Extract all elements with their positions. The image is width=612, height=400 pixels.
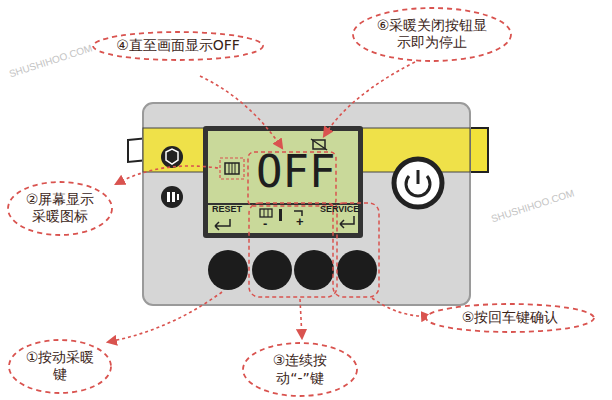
button-label: + (296, 215, 304, 228)
callout-bubble: ⑤按回车键确认 (425, 303, 595, 333)
callout-bubble: ⑥采暖关闭按钮显示即为停止 (352, 7, 512, 62)
button-label: RESET (212, 205, 242, 214)
callout-text: ⑤按回车键确认 (449, 309, 571, 327)
watermark: SHUSHIHOO.COM (490, 188, 576, 224)
button-label: - (263, 217, 267, 230)
callout-text: ②屏幕显示采暖图标 (22, 191, 98, 226)
callout-text: ①按动采暖键 (23, 349, 98, 384)
callout-text: ④直至画面显示OFF (116, 37, 240, 55)
callout-text: ⑥采暖关闭按钮显示即为停止 (375, 17, 490, 52)
callout-bubble: ②屏幕显示采暖图标 (7, 181, 113, 236)
lcd-display-text: OFF (256, 150, 335, 194)
callout-bubble: ③连续按动“-”键 (242, 342, 358, 397)
callout-bubble: ④直至画面显示OFF (92, 31, 264, 61)
callout-text: ③连续按动“-”键 (258, 352, 342, 387)
watermark: SHUSHIHOO.COM (8, 43, 94, 79)
button-label: SERVICE (320, 205, 359, 214)
callout-bubble: ①按动采暖键 (8, 339, 112, 394)
